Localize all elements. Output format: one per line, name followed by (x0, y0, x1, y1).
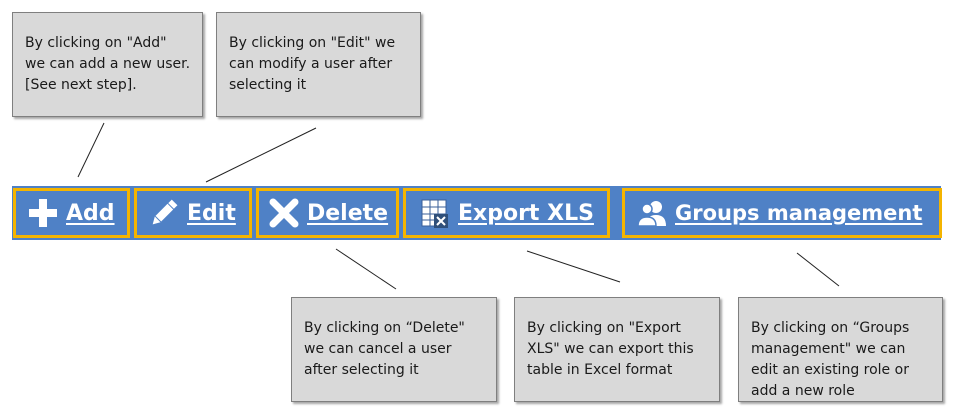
callout-add: By clicking on "Add" we can add a new us… (12, 12, 203, 117)
pencil-icon (147, 196, 181, 230)
add-button-label: Add (66, 200, 115, 226)
connector-delete (335, 248, 397, 290)
callout-add-line: [See next step]. (25, 77, 137, 93)
connector-edit (205, 127, 317, 183)
callout-add-line: we can add a new user. (25, 56, 191, 72)
users-icon (635, 196, 669, 230)
groups-management-button[interactable]: Groups management (622, 188, 942, 238)
callout-groups-line: By clicking on “Groups (751, 320, 910, 336)
connector-add (77, 122, 105, 178)
edit-button[interactable]: Edit (134, 188, 252, 238)
callout-export-line: By clicking on "Export (527, 320, 681, 336)
callout-export: By clicking on "Export XLS" we can expor… (514, 297, 720, 402)
callout-edit: By clicking on "Edit" we can modify a us… (216, 12, 421, 117)
connector-groups (796, 252, 840, 287)
groups-management-button-label: Groups management (675, 201, 923, 225)
export-xls-button[interactable]: Export XLS (403, 188, 610, 238)
export-xls-button-label: Export XLS (458, 200, 594, 226)
callout-delete-line: we can cancel a user (304, 341, 452, 357)
callout-delete-line: By clicking on “Delete" (304, 320, 465, 336)
callout-groups: By clicking on “Groups management" we ca… (738, 297, 943, 402)
callout-edit-line: By clicking on "Edit" we (229, 35, 396, 51)
callout-export-line: XLS" we can export this (527, 341, 694, 357)
delete-button-label: Delete (307, 200, 389, 226)
callout-groups-line: management" we can (751, 341, 906, 357)
callout-groups-line: add a new role (751, 383, 855, 399)
callout-add-line: By clicking on "Add" (25, 35, 167, 51)
callout-delete-line: after selecting it (304, 362, 419, 378)
connector-export (526, 250, 621, 283)
callout-edit-line: can modify a user after (229, 56, 393, 72)
callout-delete: By clicking on “Delete" we can cancel a … (291, 297, 497, 402)
delete-button[interactable]: Delete (256, 188, 399, 238)
callout-groups-line: edit an existing role or (751, 362, 909, 378)
plus-icon (26, 196, 60, 230)
excel-icon (418, 196, 452, 230)
callout-export-line: table in Excel format (527, 362, 673, 378)
add-button[interactable]: Add (13, 188, 130, 238)
x-icon (267, 196, 301, 230)
callout-edit-line: selecting it (229, 77, 307, 93)
edit-button-label: Edit (187, 200, 236, 226)
